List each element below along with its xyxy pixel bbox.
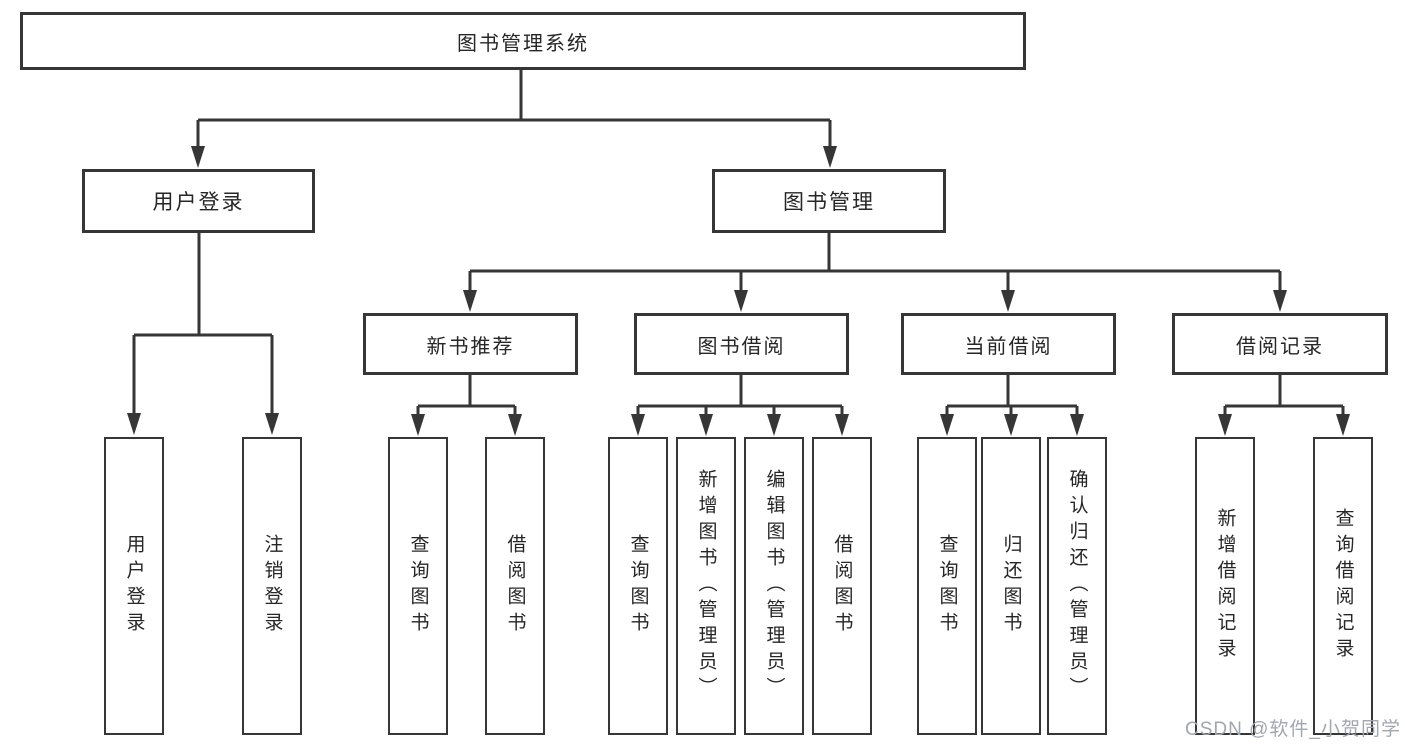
node-new-book-recommend: 新书推荐	[363, 313, 578, 375]
leaf-add-borrow-record: 新增借阅记录	[1195, 437, 1255, 735]
csdn-watermark: CSDN @软件_小贺同学	[1185, 719, 1401, 740]
leaf-logout: 注销登录	[242, 437, 302, 735]
leaf-add-books-admin: 新增图书（管理员）	[676, 437, 736, 735]
leaf-borrow-books: 借阅图书	[812, 437, 872, 735]
node-current-borrowing: 当前借阅	[901, 313, 1116, 375]
leaf-edit-books-admin: 编辑图书（管理员）	[744, 437, 804, 735]
leaf-confirm-return-admin: 确认归还（管理员）	[1047, 437, 1107, 735]
leaf-query-books-borrow: 查询图书	[608, 437, 668, 735]
node-book-borrowing: 图书借阅	[634, 313, 849, 375]
leaf-user-login: 用户登录	[104, 437, 164, 735]
node-borrowing-records: 借阅记录	[1172, 313, 1388, 375]
leaf-query-borrow-record: 查询借阅记录	[1313, 437, 1373, 735]
leaf-borrow-books-recommend: 借阅图书	[485, 437, 545, 735]
node-library-management-system: 图书管理系统	[20, 12, 1026, 70]
leaf-return-books: 归还图书	[981, 437, 1041, 735]
node-book-management: 图书管理	[712, 169, 946, 233]
leaf-query-books-current: 查询图书	[917, 437, 977, 735]
node-user-login: 用户登录	[82, 169, 315, 233]
leaf-query-books-recommend: 查询图书	[388, 437, 448, 735]
